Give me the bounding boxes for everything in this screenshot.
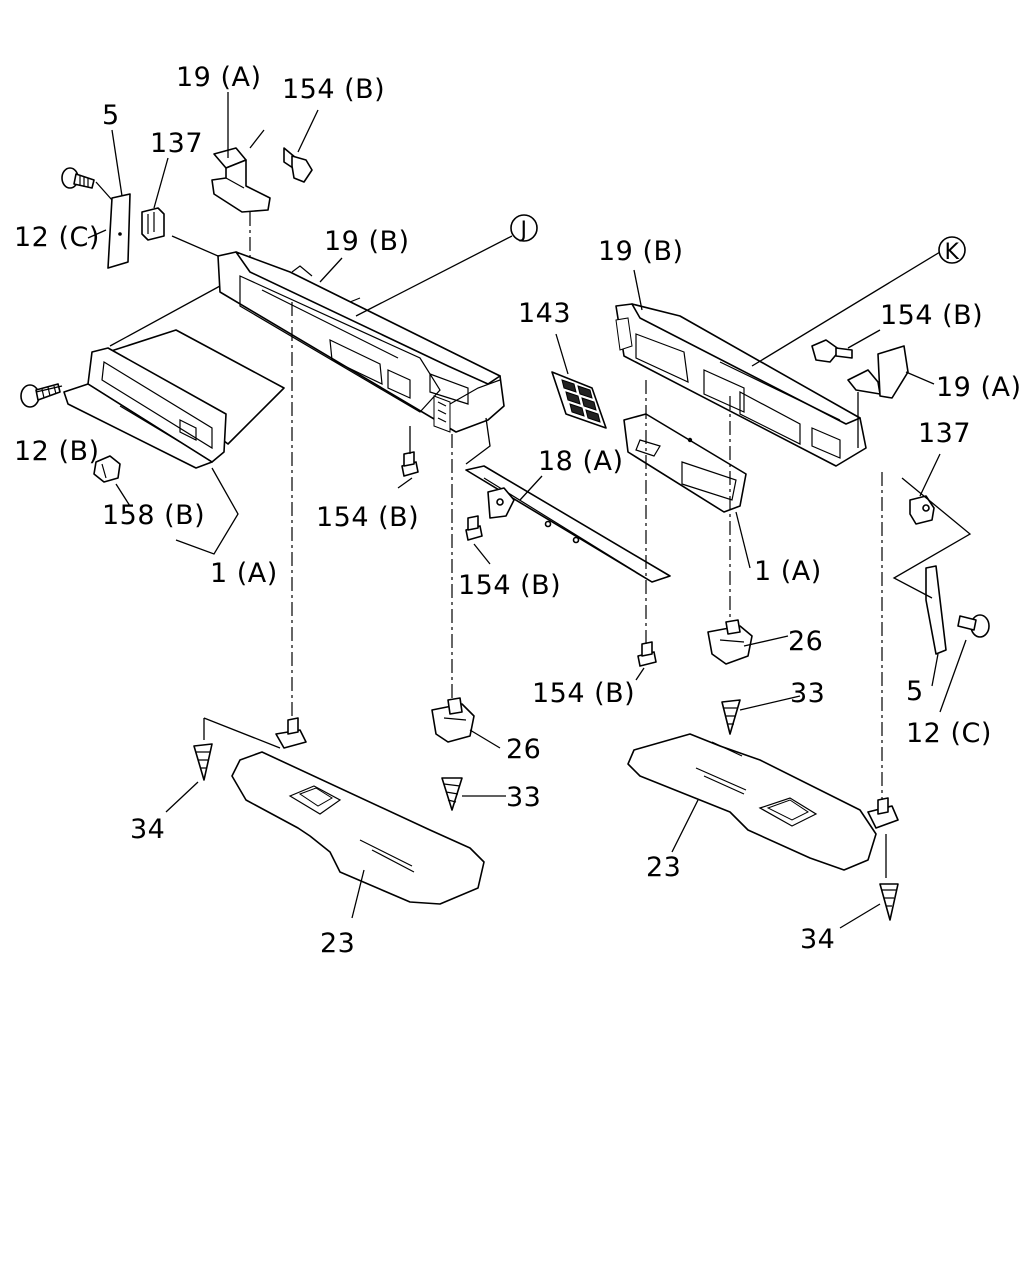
screw-34-left bbox=[193, 743, 213, 781]
bolt-154b-mid-left bbox=[401, 451, 419, 477]
clip-158b bbox=[93, 455, 121, 483]
callout-137-right: 137 bbox=[918, 418, 971, 449]
screw-12c-left bbox=[61, 167, 95, 189]
callout-154b-top-right: 154 (B) bbox=[880, 300, 983, 331]
panel-1a-right bbox=[623, 413, 747, 513]
screw-12c-right bbox=[957, 614, 990, 638]
leader-lines bbox=[35, 92, 972, 929]
bolt-154b-top-left bbox=[283, 147, 313, 183]
stud-23-right bbox=[867, 797, 899, 829]
bracket-19a-left bbox=[211, 147, 271, 213]
clip-26-right bbox=[707, 619, 753, 665]
callout-23-left: 23 bbox=[320, 928, 355, 959]
bracket-19a-right bbox=[847, 345, 909, 399]
bolt-154b-lower-right bbox=[637, 641, 657, 667]
bracket-18a bbox=[465, 465, 671, 583]
grille-143 bbox=[551, 371, 607, 429]
reference-marker-k: K bbox=[938, 236, 966, 265]
trim-panel-5-right bbox=[925, 565, 947, 655]
callout-5-right: 5 bbox=[906, 676, 924, 707]
visor-23-left bbox=[231, 751, 485, 905]
callout-19a-right: 19 (A) bbox=[936, 372, 1021, 403]
callout-1a-right: 1 (A) bbox=[754, 556, 822, 587]
screw-33-left bbox=[441, 777, 463, 811]
svg-text:K: K bbox=[945, 240, 960, 265]
callout-154b-top-left: 154 (B) bbox=[282, 74, 385, 105]
callout-5-left: 5 bbox=[102, 100, 120, 131]
trim-panel-5-left bbox=[107, 193, 131, 269]
callout-158b: 158 (B) bbox=[102, 500, 205, 531]
bolt-154b-lower-left bbox=[465, 515, 483, 541]
callout-154b-lower-right: 154 (B) bbox=[532, 678, 635, 709]
callout-33-right: 33 bbox=[790, 678, 825, 709]
callout-1a-left: 1 (A) bbox=[210, 558, 278, 589]
callout-154b-mid-left: 154 (B) bbox=[316, 502, 419, 533]
callout-12b: 12 (B) bbox=[14, 436, 100, 467]
callout-143: 143 bbox=[518, 298, 571, 329]
callout-labels: 19 (A) 154 (B) 5 137 12 (C) 19 (B) 12 (B… bbox=[14, 62, 1021, 959]
alignment-lines bbox=[249, 212, 883, 800]
bracket-19b-right bbox=[615, 303, 867, 467]
callout-12c-left: 12 (C) bbox=[14, 222, 100, 253]
screw-33-right bbox=[721, 699, 741, 735]
callout-19b-right: 19 (B) bbox=[598, 236, 684, 267]
reference-marker-j: J bbox=[510, 214, 538, 243]
callout-137-left: 137 bbox=[150, 128, 203, 159]
callout-12c-right: 12 (C) bbox=[906, 718, 992, 749]
visor-23-right bbox=[627, 733, 877, 871]
callout-34-right: 34 bbox=[800, 924, 835, 955]
callout-19b-left: 19 (B) bbox=[324, 226, 410, 257]
callout-18a: 18 (A) bbox=[538, 446, 623, 477]
svg-text:J: J bbox=[519, 218, 528, 243]
clip-137-right bbox=[909, 495, 935, 525]
callout-26-right: 26 bbox=[788, 626, 823, 657]
callout-23-right: 23 bbox=[646, 852, 681, 883]
callout-34-left: 34 bbox=[130, 814, 165, 845]
screw-34-right bbox=[879, 883, 899, 921]
bracket-19b-left bbox=[217, 251, 505, 433]
callout-154b-lower-left: 154 (B) bbox=[458, 570, 561, 601]
callout-19a-left: 19 (A) bbox=[176, 62, 261, 93]
stud-23-left bbox=[275, 717, 307, 749]
clip-26-left bbox=[431, 697, 475, 743]
callout-26-left: 26 bbox=[506, 734, 541, 765]
bolt-154b-top-right bbox=[811, 339, 853, 363]
callout-33-left: 33 bbox=[506, 782, 541, 813]
clip-137-left bbox=[141, 207, 165, 241]
tray-1a-left bbox=[63, 329, 285, 469]
